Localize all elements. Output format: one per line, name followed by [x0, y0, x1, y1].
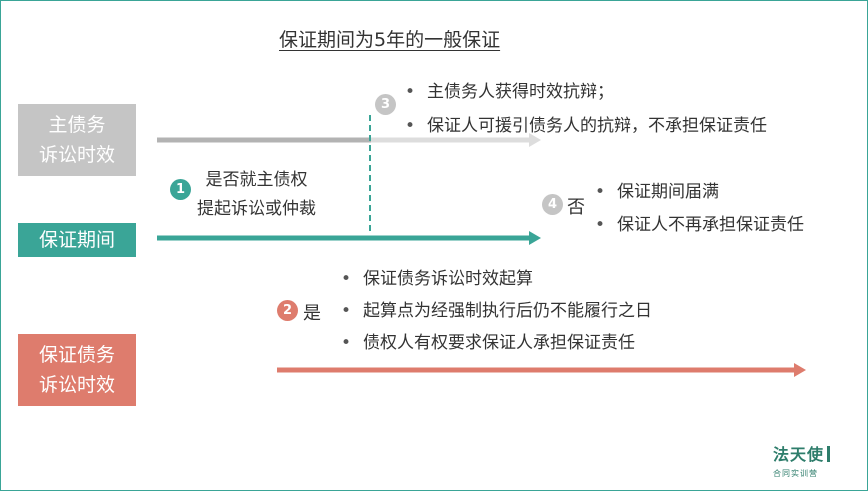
question-line: 提起诉讼或仲裁	[197, 199, 316, 219]
bullet-item: 保证人可援引债务人的抗辩，不承担保证责任	[401, 109, 767, 143]
question-text: 是否就主债权 提起诉讼或仲裁	[197, 166, 316, 224]
box-label: 保证期间	[38, 229, 115, 251]
branch-yes-label: 是	[303, 303, 321, 324]
bullet-item: 保证期间届满	[591, 176, 804, 209]
branch-yes-bullets: 保证债务诉讼时效起算 起算点为经强制执行后仍不能履行之日 债权人有权要求保证人承…	[337, 263, 652, 359]
red-timeline-arrow	[277, 363, 806, 377]
diagram-title: 保证期间为5年的一般保证	[279, 29, 501, 51]
step-badge-1: 1	[170, 179, 191, 200]
step-badge-3: 3	[375, 94, 396, 115]
question-line: 是否就主债权	[205, 170, 308, 190]
bullet-item: 债权人有权要求保证人承担保证责任	[337, 327, 652, 359]
branch-3-bullets: 主债务人获得时效抗辩； 保证人可援引债务人的抗辩，不承担保证责任	[401, 75, 767, 143]
logo-text: 法天使	[773, 445, 825, 464]
step-badge-2: 2	[277, 300, 298, 321]
box-label-line: 诉讼时效	[38, 374, 115, 396]
box-label-line: 保证债务	[38, 344, 115, 366]
bullet-item: 保证债务诉讼时效起算	[337, 263, 652, 295]
guarantee-debt-limitation-box: 保证债务 诉讼时效	[18, 334, 136, 406]
teal-timeline-arrow	[157, 231, 541, 245]
logo-subtext: 合同实训营	[773, 469, 818, 478]
bullet-item: 起算点为经强制执行后仍不能履行之日	[337, 295, 652, 327]
step-badge-4: 4	[542, 194, 563, 215]
branch-no-bullets: 保证期间届满 保证人不再承担保证责任	[591, 176, 804, 242]
box-label-line: 主债务	[48, 114, 106, 136]
brand-logo: 法天使 合同实训营	[773, 441, 831, 479]
branch-no-label: 否	[567, 197, 585, 218]
box-label-line: 诉讼时效	[38, 144, 115, 166]
bullet-item: 主债务人获得时效抗辩；	[401, 75, 767, 109]
bullet-item: 保证人不再承担保证责任	[591, 209, 804, 242]
guarantee-period-box: 保证期间	[18, 223, 136, 257]
logo-bar	[827, 446, 831, 462]
main-debt-limitation-box: 主债务 诉讼时效	[18, 104, 136, 176]
